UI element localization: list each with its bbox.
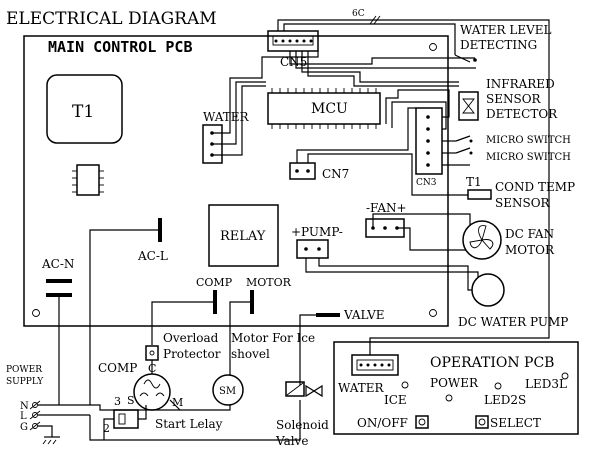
supply-g-label: G bbox=[20, 422, 28, 433]
main-control-pcb: MAIN CONTROL PCB bbox=[23, 35, 449, 327]
mcu-chip: MCU bbox=[267, 88, 381, 129]
op-water-label: WATER bbox=[338, 381, 385, 395]
main-pcb-label: MAIN CONTROL PCB bbox=[48, 38, 193, 56]
operation-pcb: OPERATION PCB WATER ICE POWER LED2S LED3… bbox=[333, 337, 579, 435]
solenoid-label-2: Valve bbox=[275, 434, 308, 448]
micro-switch-label-2: MICRO SWITCH bbox=[486, 152, 571, 163]
ac-l-label: AC-L bbox=[137, 249, 168, 263]
ir-label-1: INFRARED bbox=[486, 77, 555, 91]
power-supply-label-2: SUPPLY bbox=[6, 377, 44, 387]
cn3-label: CN3 bbox=[416, 178, 437, 188]
solenoid-valve: Solenoid Valve bbox=[275, 381, 329, 448]
op-select-label: SELECT bbox=[490, 416, 541, 430]
mcu-label: MCU bbox=[311, 101, 348, 117]
comp-s-label: S bbox=[127, 394, 135, 407]
op-led2s-label: LED2S bbox=[484, 393, 526, 407]
comp-out-label: COMP bbox=[196, 276, 233, 289]
supply-l-label: L bbox=[20, 411, 27, 422]
power-supply: POWER SUPPLY N L G bbox=[6, 365, 301, 445]
cn7-label: CN7 bbox=[322, 167, 349, 181]
solenoid-label-1: Solenoid bbox=[276, 418, 329, 432]
supply-n-label: N bbox=[20, 401, 29, 412]
cond-temp-label-2: SENSOR bbox=[495, 196, 551, 210]
comp-3-label: 3 bbox=[114, 395, 121, 408]
ice-shovel-motor: Motor For Ice shovel SM bbox=[212, 331, 315, 406]
ac-n-label: AC-N bbox=[41, 257, 74, 271]
pcb-wiring bbox=[212, 19, 550, 250]
operation-pcb-title: OPERATION PCB bbox=[430, 355, 554, 371]
compressor: COMP C S M 3 2 bbox=[98, 345, 183, 440]
overload-label-1: Overload bbox=[163, 331, 219, 345]
start-relay-label: Start Lelay bbox=[155, 417, 223, 431]
infrared-sensor: INFRARED SENSOR DETECTOR bbox=[458, 77, 558, 121]
op-led3l-label: LED3L bbox=[525, 377, 567, 391]
motor-ice-label-2: shovel bbox=[231, 347, 270, 361]
water-conn-label: WATER bbox=[203, 110, 250, 124]
sm-label: SM bbox=[219, 386, 236, 397]
fan-conn-label: -FAN+ bbox=[366, 201, 407, 215]
comp-m-label: M bbox=[172, 396, 183, 409]
ac-terminals: AC-N AC-L bbox=[41, 218, 168, 405]
relay-outputs: COMP MOTOR VALVE bbox=[151, 276, 385, 385]
right-bus bbox=[538, 250, 550, 339]
water-level-sensor: WATER LEVEL DETECTING bbox=[454, 23, 552, 63]
cn5-label: CN5 bbox=[280, 55, 307, 69]
dc-fan-motor: DC FAN MOTOR bbox=[372, 213, 555, 260]
dc-water-pump: DC WATER PUMP bbox=[305, 258, 568, 329]
micro-switch-label-1: MICRO SWITCH bbox=[486, 135, 571, 146]
op-onoff-label: ON/OFF bbox=[357, 416, 408, 430]
dc-fan-label-2: MOTOR bbox=[505, 243, 555, 257]
ir-label-3: DETECTOR bbox=[486, 107, 558, 121]
dc-fan-label-1: DC FAN bbox=[505, 227, 554, 241]
pump-conn-label: +PUMP- bbox=[291, 225, 343, 239]
cn5-connector: CN5 bbox=[267, 30, 319, 69]
comp-2-label: 2 bbox=[103, 422, 110, 435]
relay-label: RELAY bbox=[220, 229, 266, 244]
power-supply-label-1: POWER bbox=[6, 365, 42, 375]
op-ice-label: ICE bbox=[384, 393, 407, 407]
valve-out-label: VALVE bbox=[343, 308, 385, 322]
cond-temp-label-1: COND TEMP bbox=[495, 180, 575, 194]
t1-sensor-label: T1 bbox=[466, 175, 482, 189]
motor-out-label: MOTOR bbox=[246, 276, 292, 289]
water-level-label-2: DETECTING bbox=[460, 38, 537, 52]
op-power-label: POWER bbox=[430, 376, 479, 390]
dc-pump-label: DC WATER PUMP bbox=[458, 315, 568, 329]
ir-label-2: SENSOR bbox=[486, 92, 542, 106]
small-ic bbox=[72, 164, 104, 196]
micro-switches: MICRO SWITCH MICRO SWITCH bbox=[455, 135, 571, 163]
diagram-title: ELECTRICAL DIAGRAM bbox=[6, 9, 217, 29]
relay: RELAY bbox=[208, 204, 279, 267]
six-c-marker: 6C bbox=[352, 9, 381, 25]
water-level-label-1: WATER LEVEL bbox=[460, 23, 552, 37]
cn3-connector: CN3 bbox=[415, 107, 443, 188]
pump-connector: +PUMP- bbox=[291, 225, 343, 259]
comp-label: COMP bbox=[98, 361, 137, 375]
overload-label-2: Protector bbox=[163, 347, 221, 361]
t1-label: T1 bbox=[72, 102, 94, 122]
transformer-t1: T1 bbox=[46, 74, 123, 144]
cn7-connector: CN7 bbox=[289, 162, 349, 181]
six-c-label: 6C bbox=[352, 9, 365, 19]
cond-temp-sensor: T1 COND TEMP SENSOR bbox=[466, 175, 575, 210]
motor-ice-label-1: Motor For Ice bbox=[231, 331, 315, 345]
fan-connector: -FAN+ bbox=[365, 201, 407, 238]
